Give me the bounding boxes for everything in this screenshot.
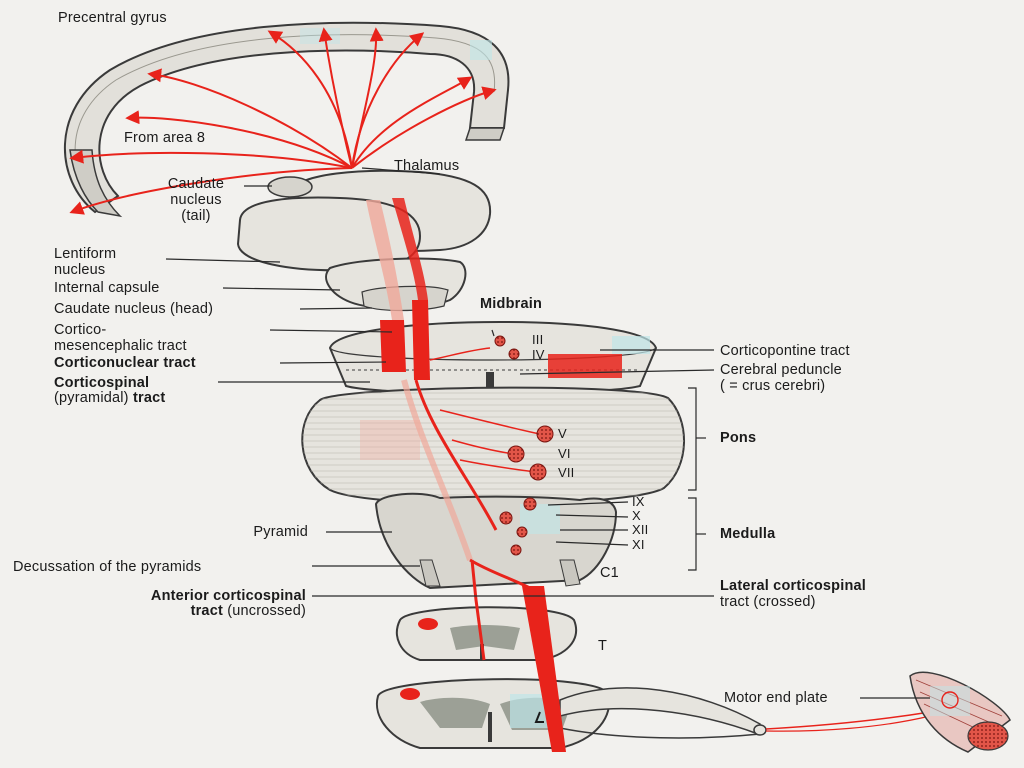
label-corticospinal-2b: tract [132, 390, 166, 406]
label-corticonuclear: Corticonuclear tract [54, 355, 196, 371]
cortical-fibre-arrows [69, 27, 497, 215]
label-corticopontine: Corticopontine tract [720, 343, 850, 359]
label-nerve-vii: VII [558, 465, 575, 480]
label-anterior-2: tract (uncrossed) [40, 603, 306, 619]
label-lateral-1: Lateral corticospinal [720, 578, 867, 594]
label-decussation: Decussation of the pyramids [13, 559, 202, 575]
label-caudate-tail-3: (tail) [181, 208, 211, 224]
label-corticospinal-2: (pyramidal) tract [54, 390, 165, 406]
label-caudate-tail-1: Caudate [167, 176, 225, 192]
label-internal-capsule: Internal capsule [54, 280, 160, 296]
label-pyramid: Pyramid [253, 524, 308, 540]
label-leader-lines [165, 167, 930, 699]
lower-cord-section [375, 678, 611, 749]
cranial-nerve-nuclei [494, 335, 554, 556]
label-c1: C1 [600, 565, 619, 581]
corticospinal-tracts [366, 198, 566, 752]
label-lentiform-1: Lentiform [54, 246, 117, 262]
label-nerve-ix: IX [632, 494, 645, 509]
ventral-root-nerve [559, 687, 931, 739]
pons-section [301, 386, 685, 506]
label-cerebral-peduncle-1: Cerebral peduncle [720, 362, 842, 378]
label-corticospinal-1: Corticospinal [54, 375, 150, 391]
label-nerve-v: V [558, 426, 567, 441]
label-corticomes-2: mesencephalic tract [54, 338, 187, 354]
label-nerve-vi: VI [558, 446, 571, 461]
label-lentiform-2: nucleus [54, 262, 106, 278]
label-precentral-gyrus: Precentral gyrus [58, 10, 167, 26]
label-nerve-iii: III [532, 332, 544, 347]
label-t: T [598, 638, 608, 654]
label-from-area-8: From area 8 [124, 130, 206, 146]
label-nerve-xii: XII [632, 522, 649, 537]
label-thalamus: Thalamus [394, 158, 460, 174]
label-nerve-x: X [632, 508, 641, 523]
label-pons: Pons [720, 430, 757, 446]
muscle-fiber [909, 671, 1011, 753]
label-medulla: Medulla [720, 526, 776, 542]
label-nerve-iv: IV [532, 347, 545, 362]
label-cerebral-peduncle-2: ( = crus cerebri) [720, 378, 826, 394]
medulla-section [374, 492, 618, 590]
label-nerve-xi: XI [632, 537, 645, 552]
label-caudate-tail-2: nucleus [170, 192, 222, 208]
label-anterior-2a: tract [190, 603, 223, 619]
label-anterior-2b: (uncrossed) [223, 603, 306, 619]
label-midbrain: Midbrain [480, 296, 543, 312]
label-corticospinal-2a: (pyramidal) [54, 390, 133, 406]
label-caudate-head: Caudate nucleus (head) [54, 301, 214, 317]
label-anterior-1: Anterior corticospinal [150, 588, 306, 604]
label-motor-end-plate: Motor end plate [724, 690, 828, 706]
label-lateral-2: tract (crossed) [720, 594, 816, 610]
label-corticomes-1: Cortico- [54, 322, 107, 338]
